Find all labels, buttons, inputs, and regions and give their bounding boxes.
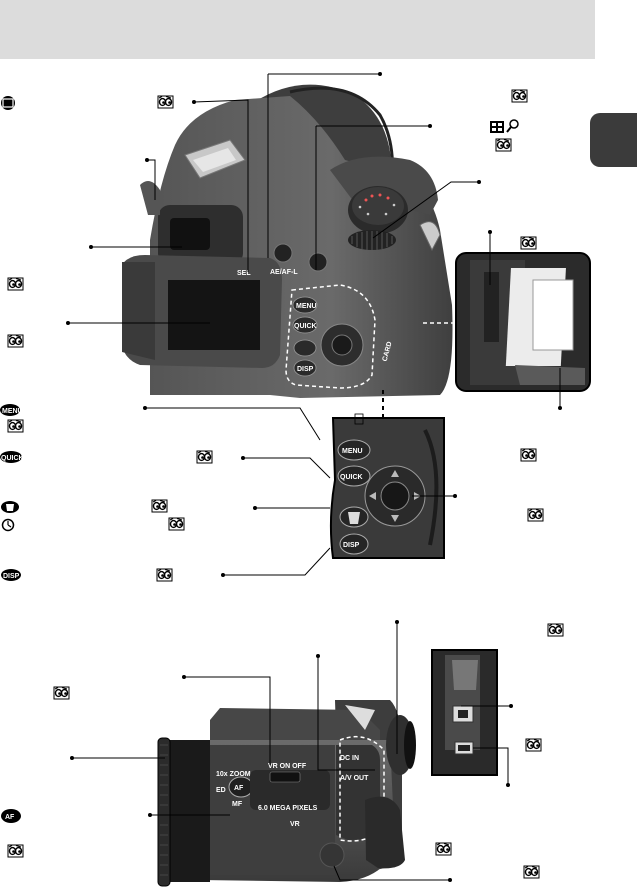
svg-text:A/V OUT: A/V OUT — [340, 775, 369, 782]
svg-text:AF: AF — [5, 814, 15, 821]
legend-icons: MENU QUICK DISP AF — [0, 96, 24, 823]
svg-text:QUICK: QUICK — [340, 474, 363, 481]
menu-icon: MENU — [0, 404, 23, 416]
svg-text:AE/AF-L: AE/AF-L — [270, 269, 298, 276]
svg-text:ED: ED — [216, 787, 226, 794]
af-icon: AF — [1, 809, 21, 823]
back-buttons: MENU QUICK DISP — [292, 296, 364, 377]
svg-text:DISP: DISP — [297, 366, 314, 373]
quick-icon: QUICK — [0, 451, 24, 463]
header-bar — [0, 0, 595, 59]
disp-icon: DISP — [1, 569, 21, 581]
thumbnail-icon — [490, 121, 504, 133]
card-slot-inset — [455, 252, 591, 392]
svg-text:MENU: MENU — [296, 303, 317, 310]
svg-text:VR: VR — [290, 821, 300, 828]
connector-inset — [431, 649, 498, 776]
svg-text:QUICK: QUICK — [294, 323, 317, 330]
camera-side-view: 10x ZOOM ED AF MF VR ON OFF 6.0 MEGA PIX… — [157, 700, 416, 887]
trash-icon — [1, 501, 19, 513]
self-timer-icon — [1, 518, 15, 532]
svg-text:10x ZOOM: 10x ZOOM — [216, 771, 251, 778]
svg-text:AF: AF — [234, 785, 244, 792]
svg-text:MENU: MENU — [2, 408, 23, 415]
buttons-enlarged: MENU QUICK DISP — [329, 417, 445, 559]
svg-text:DISP: DISP — [343, 542, 360, 549]
leader-lines — [68, 73, 561, 881]
svg-text:MENU: MENU — [342, 448, 363, 455]
leader-dots — [66, 72, 562, 882]
magnify-icon — [506, 119, 519, 133]
svg-text:6.0 MEGA PIXELS: 6.0 MEGA PIXELS — [258, 805, 318, 812]
camera-back-view: MENU QUICK DISP AE/AF-L SEL CARD — [122, 84, 453, 398]
svg-text:QUICK: QUICK — [1, 455, 24, 462]
svg-text:VR ON OFF: VR ON OFF — [268, 763, 307, 770]
chapter-tab — [590, 113, 637, 167]
lcd-icon — [1, 96, 15, 110]
svg-text:SEL: SEL — [237, 270, 251, 277]
svg-text:DC IN: DC IN — [340, 755, 359, 762]
svg-text:MF: MF — [232, 801, 243, 808]
svg-text:DISP: DISP — [3, 573, 20, 580]
svg-text:CARD: CARD — [382, 341, 394, 362]
